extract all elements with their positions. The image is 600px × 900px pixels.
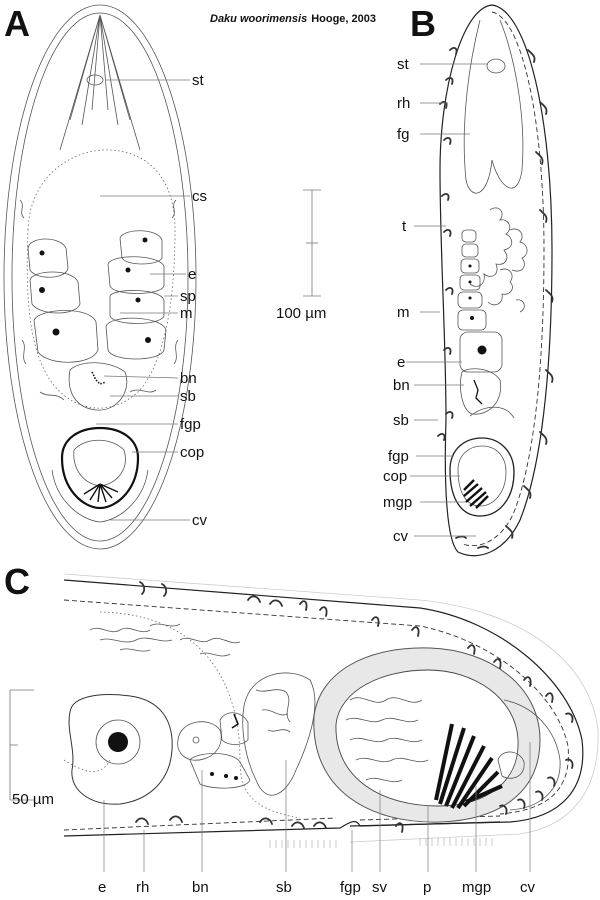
panel-b: B: [383, 3, 554, 557]
seminal-bursa-a: [68, 362, 128, 411]
testis-follicles-b: [469, 207, 528, 313]
leaders-a: [96, 79, 190, 521]
label-b-sb: sb: [393, 412, 409, 429]
body-outline-a: [3, 4, 197, 550]
egg-nucleus-c: [95, 719, 141, 765]
copulatory-organ-b: [449, 437, 515, 517]
cilia-c: [269, 838, 493, 848]
frontal-gut-b: [463, 19, 524, 194]
needles-b: [463, 479, 489, 509]
label-b-bn: bn: [393, 377, 410, 394]
copulatory-organ-inner-a: [73, 439, 126, 487]
body-inner-outline-b: [461, 11, 545, 547]
egg-c: [68, 694, 173, 805]
eggs-b: [457, 229, 503, 373]
panel-a: A Daku woorimensis Hooge, 2003: [3, 3, 376, 550]
label-c-sv: sv: [372, 879, 388, 896]
species-name: Daku woorimensis: [210, 13, 307, 25]
sv-contents-c: [345, 697, 429, 783]
label-a-cv: cv: [192, 512, 208, 529]
label-b-e: e: [397, 354, 405, 371]
caudal-vesicle-a: [51, 469, 149, 523]
bursal-nozzle-a: [91, 371, 107, 385]
bursal-nozzle-b: [473, 379, 483, 405]
caudal-vesicle-c: [503, 699, 561, 811]
label-b-cv: cv: [393, 528, 409, 545]
syncytium-c-left: [63, 759, 111, 772]
central-syncytium-c: [99, 611, 301, 819]
label-a-sp: sp: [180, 288, 196, 305]
frontal-glands-a: [59, 14, 141, 151]
label-b-t: t: [402, 218, 407, 235]
label-b-fg: fg: [397, 126, 410, 143]
figure-title: Daku woorimensis Hooge, 2003: [210, 13, 376, 25]
egg-nucleolus-c: [108, 732, 128, 752]
label-c-e: e: [98, 879, 106, 896]
label-a-cs: cs: [192, 188, 207, 205]
panel-letter-b: B: [410, 3, 436, 44]
rhabdoids-b: [437, 47, 554, 549]
seminal-bursa-c: [242, 672, 316, 796]
eggs-a: [27, 230, 167, 363]
scale-label-50: 50 µm: [12, 791, 54, 808]
label-c-mgp: mgp: [462, 879, 491, 896]
label-b-m: m: [397, 304, 410, 321]
label-a-st: st: [192, 72, 205, 89]
panel-c: C: [4, 561, 599, 896]
ventral-epidermis-c: [63, 820, 501, 837]
sb-contents-c: [255, 689, 291, 733]
sb-tube-b: [469, 406, 515, 419]
label-c-sb: sb: [276, 879, 292, 896]
label-b-cop: cop: [383, 468, 407, 485]
outer-halo-c: [63, 573, 599, 843]
labels-b: st rh fg t m e bn sb fgp cop mgp cv: [383, 56, 412, 545]
species-authority: Hooge, 2003: [311, 13, 376, 25]
label-c-bn: bn: [192, 879, 209, 896]
label-a-bn: bn: [180, 370, 197, 387]
statocyst-b: [486, 58, 506, 74]
label-a-fgp: fgp: [180, 416, 201, 433]
needles-a: [83, 483, 119, 503]
sperm-c: [89, 623, 241, 657]
oocytes-c: [177, 712, 251, 789]
sperm-a: [19, 199, 179, 401]
central-syncytium-a: [26, 149, 176, 409]
label-c-p: p: [423, 879, 431, 896]
label-b-fgp: fgp: [388, 448, 409, 465]
label-b-mgp: mgp: [383, 494, 412, 511]
needles-c: [434, 723, 503, 810]
rhabdoids-c: [135, 581, 574, 833]
label-a-sb: sb: [180, 388, 196, 405]
scale-label-100: 100 µm: [276, 305, 326, 322]
label-a-cop: cop: [180, 444, 204, 461]
copulatory-organ-inner-b: [457, 445, 507, 507]
leaders-c: [103, 742, 531, 872]
label-a-e: e: [188, 266, 196, 283]
dorsal-muscle-c: [63, 599, 569, 815]
panel-letter-c: C: [4, 561, 30, 602]
seminal-bursa-b: [460, 368, 502, 415]
body-outline-b: [439, 4, 553, 557]
scale-bar-100: 100 µm: [276, 189, 326, 322]
mgp-cell-c: [497, 751, 525, 779]
dorsal-epidermis-c: [63, 579, 584, 827]
labels-c: e rh bn sb fgp sv p mgp cv: [98, 879, 536, 896]
panel-letter-a: A: [4, 3, 30, 44]
label-c-cv: cv: [520, 879, 536, 896]
ventral-muscle-c: [63, 817, 337, 831]
label-a-m: m: [180, 305, 193, 322]
label-c-fgp: fgp: [340, 879, 361, 896]
label-c-rh: rh: [136, 879, 149, 896]
labels-a: st cs e sp m bn sb fgp cop cv: [180, 72, 208, 529]
copulatory-organ-a: [60, 426, 140, 510]
statocyst-a: [86, 74, 104, 86]
label-b-rh: rh: [397, 95, 410, 112]
body-inner-outline-a: [11, 12, 189, 542]
scale-bar-50: 50 µm: [9, 689, 54, 808]
leaders-b: [406, 63, 488, 537]
label-b-st: st: [397, 56, 410, 73]
